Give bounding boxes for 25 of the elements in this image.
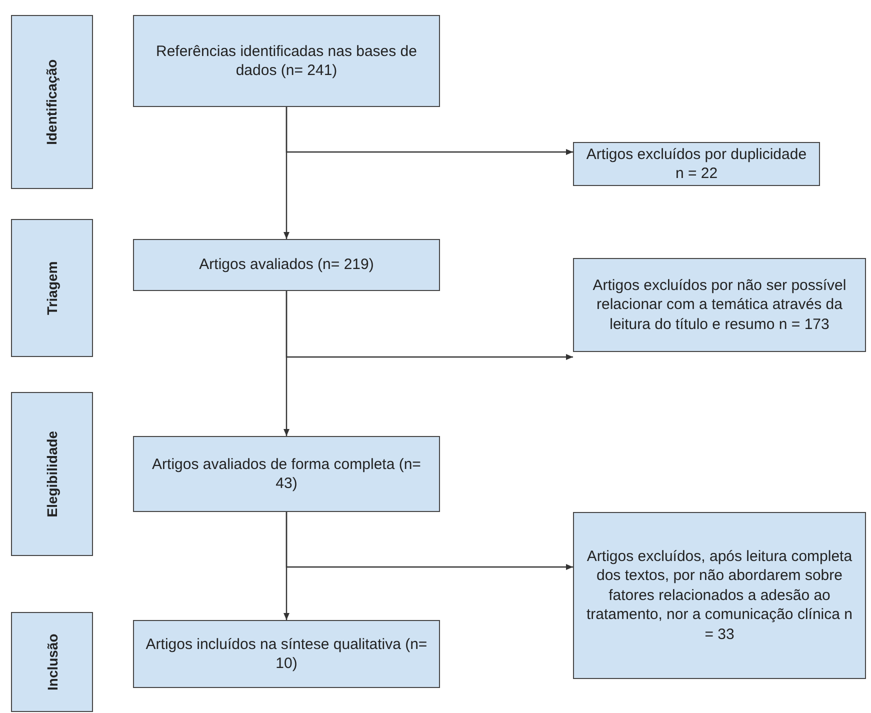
stage-label: Inclusão [42,634,61,690]
arrow [286,107,573,155]
stage-box [11,612,93,712]
box-text: Artigos excluídos por não ser possível relacionar com a temática através da leitura do título e resumo n = 173 [592,276,848,334]
process-box [573,512,866,679]
process-box [133,239,440,291]
box-text: Referências identificadas nas bases de dados (n= 241) [155,42,418,80]
stage-label: Elegibilidade [42,430,61,518]
arrow [286,291,573,360]
box-text: Artigos avaliados (n= 219) [199,255,374,275]
stage-label: Triagem [42,261,61,315]
process-box [573,258,866,352]
box-text: Artigos avaliados de forma completa (n= 43) [151,454,422,494]
box-text: Artigos incluídos na síntese qualitativa (n= 10) [144,634,428,674]
process-box [133,15,440,107]
stage-label: Identificação [42,59,61,145]
process-box [133,620,440,688]
stage-box [11,15,93,189]
box-text: Artigos excluídos, após leitura completa dos textos, por não abordarem sobre fatores relacionados a adesão ao tratamento, nor a comunicação clínica n = 33 [586,546,854,644]
process-box [133,436,440,512]
arrow [286,512,573,570]
process-box [573,142,820,186]
stage-box [11,219,93,357]
box-text: Artigos excluídos por duplicidade n = 22 [585,144,808,184]
stage-box [11,392,93,556]
